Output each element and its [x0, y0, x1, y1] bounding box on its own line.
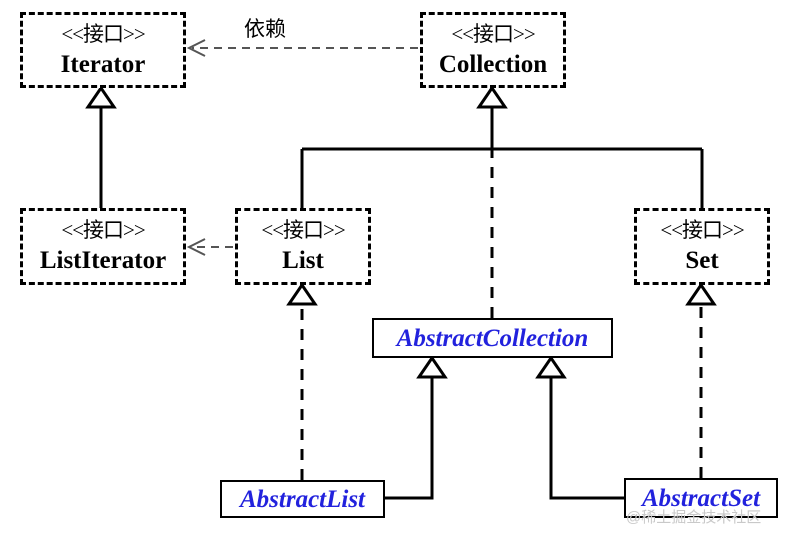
- node-title: Set: [685, 247, 719, 274]
- edge-abstractlist-extends-abstractcollection: [385, 355, 448, 500]
- node-abstractset[interactable]: AbstractSet: [624, 478, 778, 518]
- node-abstractlist[interactable]: AbstractList: [220, 480, 385, 518]
- edge-abstractset-implements-set: [685, 282, 717, 478]
- node-listiterator[interactable]: <<接口>> ListIterator: [20, 208, 186, 285]
- stereotype-label: <<接口>>: [61, 218, 145, 242]
- node-title: List: [282, 247, 324, 274]
- node-title: AbstractList: [239, 485, 365, 513]
- edge-collection-depends-iterator: [186, 39, 418, 57]
- node-iterator[interactable]: <<接口>> Iterator: [20, 12, 186, 88]
- edge-abstractset-extends-abstractcollection: [535, 355, 624, 500]
- node-title: Iterator: [60, 50, 146, 78]
- edge-abstractlist-implements-list: [286, 282, 318, 480]
- dependency-edge-label: 依赖: [244, 18, 286, 41]
- stereotype-label: <<接口>>: [61, 21, 145, 46]
- stereotype-label: <<接口>>: [261, 218, 345, 242]
- node-abstractcollection[interactable]: AbstractCollection: [372, 318, 613, 358]
- node-collection[interactable]: <<接口>> Collection: [420, 12, 566, 88]
- edge-collection-generalization-bus: [300, 85, 704, 208]
- node-title: Collection: [438, 50, 548, 78]
- stereotype-label: <<接口>>: [451, 21, 535, 46]
- node-set[interactable]: <<接口>> Set: [634, 208, 770, 285]
- node-title: AbstractSet: [641, 484, 761, 512]
- stereotype-label: <<接口>>: [660, 218, 744, 242]
- edge-list-depends-listiterator: [186, 238, 233, 256]
- node-title: ListIterator: [39, 247, 167, 274]
- edge-listiterator-extends-iterator: [85, 85, 117, 208]
- node-list[interactable]: <<接口>> List: [235, 208, 371, 285]
- node-title: AbstractCollection: [396, 324, 589, 352]
